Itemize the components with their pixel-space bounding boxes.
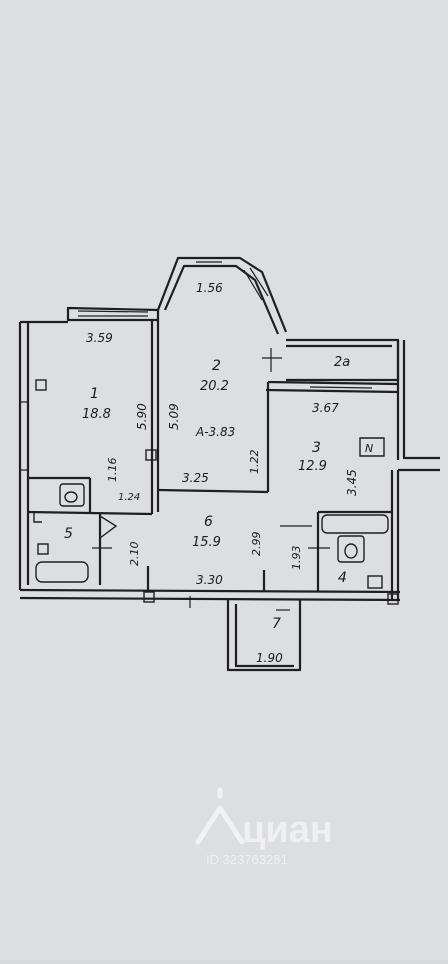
room-4-label: 4	[338, 570, 347, 586]
dimension-label: 1.24	[118, 492, 140, 503]
dimension-label: 1.16	[106, 458, 119, 483]
meter-symbol: N	[365, 442, 373, 455]
windows	[20, 257, 373, 471]
room-6-area: 15.9	[192, 535, 221, 550]
dimension-label: 5.90	[135, 403, 149, 430]
room-5-label: 5	[64, 526, 73, 542]
dimension-label: 5.09	[167, 403, 181, 430]
dimension-label: 3.30	[196, 573, 223, 587]
dimension-ticks	[92, 348, 330, 611]
room-2a-label: 2а	[334, 355, 350, 370]
dimension-label: 2.10	[128, 542, 141, 567]
bath-fixtures	[33, 379, 399, 605]
room-3-area: 12.9	[298, 459, 327, 474]
dimension-label: 1.90	[256, 651, 283, 665]
room-1-area: 18.8	[82, 407, 111, 422]
dimension-label: 2.99	[250, 532, 263, 557]
dimension-label: 3.67	[312, 401, 339, 415]
room-7-label: 7	[272, 616, 281, 632]
walls	[18, 256, 440, 672]
cian-watermark: циан ID 323763281	[195, 787, 333, 867]
dimension-label: 1.22	[248, 450, 261, 475]
watermark-brand: циан	[242, 809, 333, 851]
room-3-number: 3	[312, 440, 321, 456]
room-2-area: 20.2	[200, 379, 229, 394]
watermark-id: ID 323763281	[206, 852, 288, 867]
handwritten-note: А-3.83	[195, 425, 235, 439]
dimension-label: 3.59	[86, 331, 113, 345]
room-1-number: 1	[90, 386, 99, 402]
dimension-label: 1.93	[290, 546, 303, 571]
room-2-number: 2	[212, 358, 221, 374]
dimension-label: 1.56	[196, 281, 223, 295]
room-6-number: 6	[204, 514, 213, 530]
dimension-label: 3.45	[345, 469, 359, 496]
dimension-label: 3.25	[182, 471, 209, 485]
cian-logo-icon	[195, 787, 245, 845]
